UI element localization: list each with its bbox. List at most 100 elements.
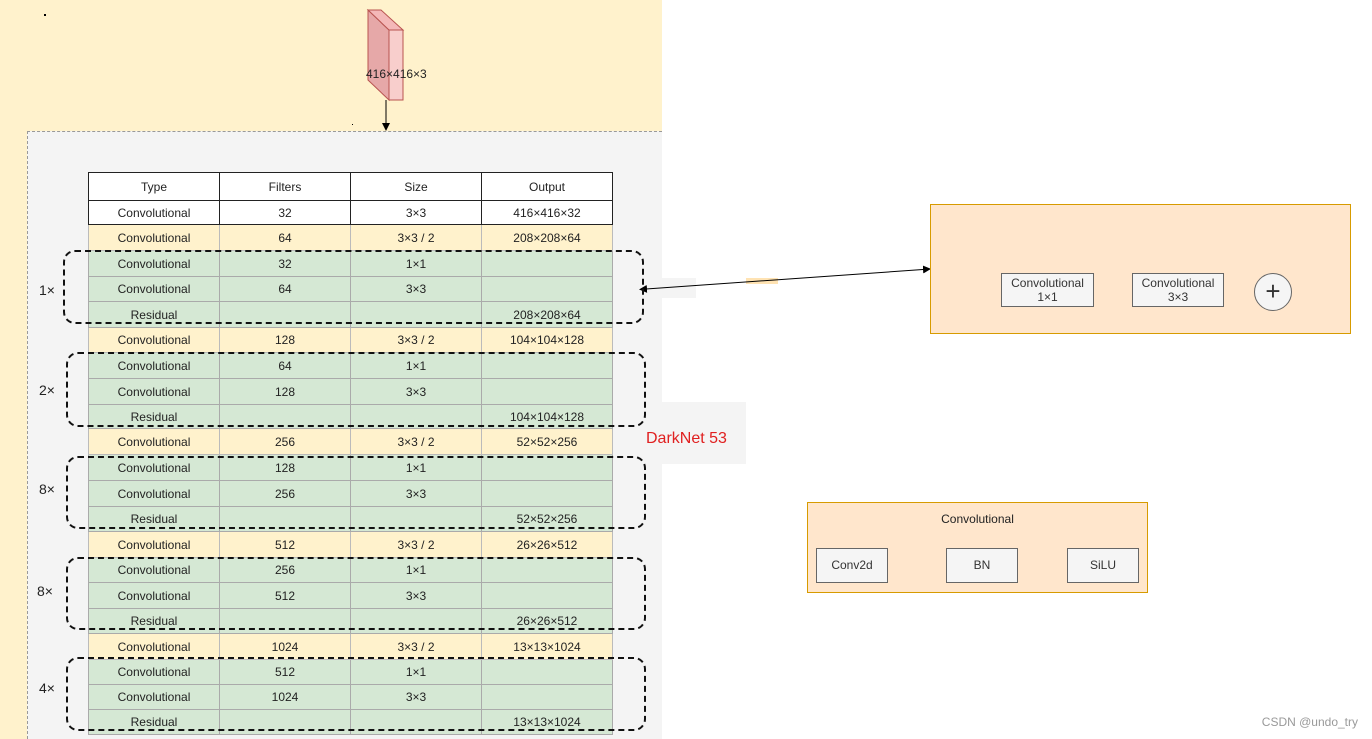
header-filters: Filters — [219, 172, 351, 201]
cell-size: 1×1 — [350, 659, 482, 685]
cell-filters: 32 — [219, 250, 351, 277]
cell-filters: 1024 — [219, 633, 351, 660]
cell-type: Convolutional — [88, 250, 220, 277]
residual-block-container — [930, 204, 1351, 334]
stray-dot — [352, 124, 353, 125]
add-icon: + — [1254, 273, 1292, 311]
cell-size: 3×3 / 2 — [350, 327, 482, 353]
cell-filters: 64 — [219, 352, 351, 379]
cell-output — [481, 557, 613, 583]
silu-box: SiLU — [1067, 548, 1139, 583]
repeat-count-4: 8× — [37, 583, 53, 599]
residual-conv-1x1: Convolutional 1×1 — [1001, 273, 1094, 307]
cell-filters: 64 — [219, 224, 351, 251]
cell-output: 104×104×128 — [481, 327, 613, 353]
cell-filters — [219, 404, 351, 429]
cell-type: Convolutional — [88, 276, 220, 302]
cell-filters: 32 — [219, 200, 351, 225]
conv-block-title: Convolutional — [941, 512, 1014, 526]
header-size: Size — [350, 172, 482, 201]
cell-type: Convolutional — [88, 224, 220, 251]
cell-filters: 512 — [219, 531, 351, 558]
cell-size: 1×1 — [350, 454, 482, 481]
cell-type: Convolutional — [88, 659, 220, 685]
repeat-group-5 — [66, 657, 646, 731]
watermark: CSDN @undo_try — [1261, 715, 1358, 729]
cell-filters: 1024 — [219, 684, 351, 710]
cell-size: 1×1 — [350, 352, 482, 379]
header-output: Output — [481, 172, 613, 201]
cell-size: 3×3 — [350, 200, 482, 225]
residual-conv-1-size: 1×1 — [1037, 290, 1058, 304]
cell-type: Convolutional — [88, 352, 220, 379]
cell-filters: 512 — [219, 582, 351, 609]
network-title: DarkNet 53 — [646, 430, 727, 447]
cell-type: Convolutional — [88, 428, 220, 455]
cell-output — [481, 276, 613, 302]
cell-output — [481, 454, 613, 481]
cell-output — [481, 582, 613, 609]
repeat-count-1: 1× — [39, 282, 55, 298]
residual-conv-3x3: Convolutional 3×3 — [1132, 273, 1224, 307]
table-header-row: Type Filters Size Output — [88, 172, 613, 201]
residual-conv-2-name: Convolutional — [1141, 276, 1215, 290]
repeat-count-3: 8× — [39, 481, 55, 497]
link-arrow — [639, 265, 931, 293]
cell-size: 3×3 / 2 — [350, 633, 482, 660]
cell-output — [481, 480, 613, 507]
cell-output: 104×104×128 — [481, 404, 613, 429]
conv2d-box: Conv2d — [816, 548, 888, 583]
cell-output: 416×416×32 — [481, 200, 613, 225]
stray-dot — [44, 14, 46, 16]
repeat-group-1 — [63, 250, 644, 324]
cell-size: 3×3 — [350, 582, 482, 609]
cell-type: Convolutional — [88, 200, 220, 225]
cell-size: 3×3 / 2 — [350, 428, 482, 455]
network-label-box — [644, 402, 746, 464]
repeat-group-2 — [66, 352, 646, 427]
repeat-count-5: 4× — [39, 680, 55, 696]
cell-filters: 256 — [219, 557, 351, 583]
cell-output — [481, 250, 613, 277]
cell-size: 3×3 — [350, 480, 482, 507]
repeat-count-2: 2× — [39, 382, 55, 398]
cell-output: 52×52×256 — [481, 428, 613, 455]
repeat-group-4 — [66, 557, 646, 630]
cell-type: Convolutional — [88, 557, 220, 583]
cell-type: Residual — [88, 404, 220, 429]
cell-filters: 256 — [219, 480, 351, 507]
cell-size: 3×3 / 2 — [350, 531, 482, 558]
cell-type: Convolutional — [88, 480, 220, 507]
cell-size: 3×3 / 2 — [350, 224, 482, 251]
residual-conv-2-size: 3×3 — [1167, 290, 1189, 304]
input-tensor-shape — [366, 8, 405, 102]
cell-size: 3×3 — [350, 378, 482, 405]
cell-filters: 128 — [219, 378, 351, 405]
cell-size — [350, 404, 482, 429]
residual-conv-1-name: Convolutional — [1011, 276, 1084, 290]
cell-filters: 64 — [219, 276, 351, 302]
cell-type: Convolutional — [88, 327, 220, 353]
cell-size: 3×3 — [350, 276, 482, 302]
header-type: Type — [88, 172, 220, 201]
cell-size: 3×3 — [350, 684, 482, 710]
cell-filters: 128 — [219, 327, 351, 353]
input-size-label: 416×416×3 — [366, 67, 427, 81]
cell-type: Convolutional — [88, 531, 220, 558]
cell-output: 13×13×1024 — [481, 633, 613, 660]
cell-filters: 256 — [219, 428, 351, 455]
